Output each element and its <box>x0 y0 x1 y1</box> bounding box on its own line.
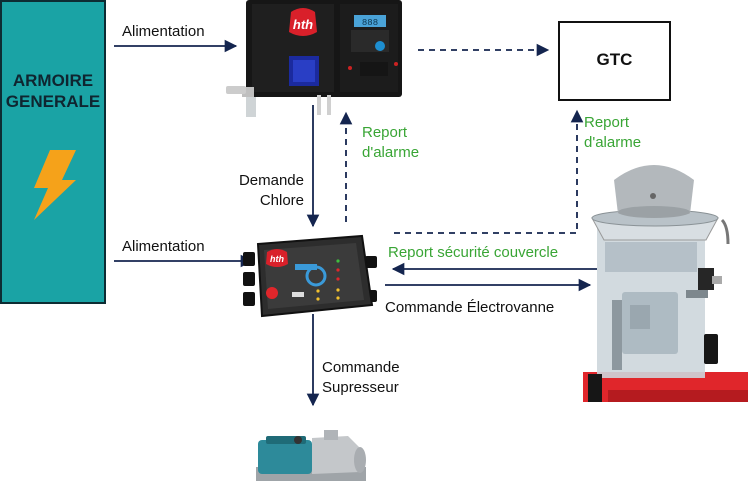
armoire-title: ARMOIRE GENERALE <box>0 70 106 112</box>
label-report-center: Report d'alarme <box>362 123 419 163</box>
display-screen <box>354 15 386 27</box>
label-report-right-line2: d'alarme <box>584 134 642 151</box>
label-alimentation-mid: Alimentation <box>122 238 205 255</box>
armoire-title-line2: GENERALE <box>5 92 101 111</box>
label-commande-electrovanne: Commande Électrovanne <box>385 299 555 316</box>
label-commande-sup-line1: Commande <box>322 359 400 376</box>
hth-logo-box <box>266 249 288 267</box>
label-commande-sup-line2: Supresseur <box>322 379 399 396</box>
armoire-title-line1: ARMOIRE <box>12 71 94 90</box>
hth-logo-text-top: hth <box>293 17 313 32</box>
label-report-securite: Report sécurité couvercle <box>388 244 559 261</box>
label-alimentation-top: Alimentation <box>122 23 205 40</box>
label-report-center-line2: d'alarme <box>362 144 420 161</box>
gtc-box <box>558 21 671 101</box>
label-report-center-line1: Report <box>362 124 408 141</box>
gtc-label: GTC <box>596 50 633 69</box>
label-demande-line2: Chlore <box>259 192 304 209</box>
label-report-right: Report d'alarme <box>584 113 641 153</box>
hth-logo-top <box>289 8 317 36</box>
display-value: 888 <box>362 18 378 28</box>
arrow-report-right <box>394 109 584 234</box>
label-report-right-line1: Report <box>584 114 630 131</box>
hth-logo-text-box: hth <box>270 254 284 264</box>
label-demande-line1: Demande <box>238 172 304 189</box>
label-commande-supresseur: Commande Supresseur <box>322 358 400 398</box>
label-demande-chlore: Demande Chlore <box>226 171 304 211</box>
